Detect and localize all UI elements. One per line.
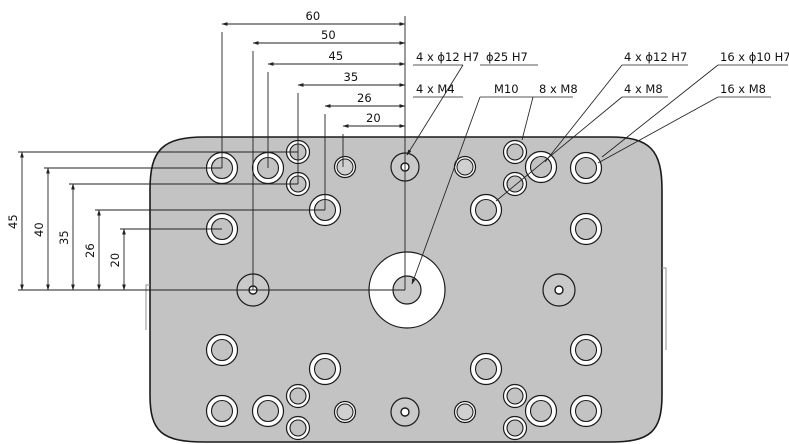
counterbore-hole — [205, 333, 239, 367]
counterbore-hole — [569, 212, 603, 246]
v-dim-label: 26 — [83, 243, 97, 258]
callout-4x12-left: 4 x ϕ12 H7 — [416, 50, 479, 64]
callout-leaders — [406, 64, 788, 285]
h-dim-label: 45 — [329, 49, 344, 63]
v-dim-label: 20 — [108, 253, 122, 268]
v-dim-label: 45 — [6, 214, 20, 229]
callout-16xM8: 16 x M8 — [720, 82, 766, 96]
callout-4x12-right: 4 x ϕ12 H7 — [624, 50, 687, 64]
counterbore-hole — [469, 352, 503, 386]
h-dim-label: 50 — [321, 28, 336, 42]
callout-8xM8: 8 x M8 — [539, 82, 578, 96]
callout-4xM4: 4 x M4 — [416, 82, 455, 96]
callout-labels: 4 x ϕ12 H7 4 x M4 ϕ25 H7 M10 8 x M8 4 x … — [416, 50, 789, 96]
m8-hole — [285, 383, 311, 409]
m8-hole — [502, 383, 528, 409]
m8-hole — [502, 415, 528, 441]
m4-hole — [333, 155, 357, 179]
callout-25-h7: ϕ25 H7 — [486, 50, 528, 64]
counterbore-hole — [524, 150, 558, 184]
counterbored-holes — [205, 139, 603, 441]
v-dim-label: 35 — [57, 230, 71, 245]
vertical-dimensions: 45 40 35 26 20 — [6, 151, 405, 291]
h-dim-label: 26 — [357, 91, 372, 105]
h-dim-label: 35 — [344, 70, 359, 84]
counterbore-hole — [205, 394, 239, 428]
counterbore-hole — [524, 394, 558, 428]
m4-hole — [453, 400, 477, 424]
m4-hole — [333, 400, 357, 424]
h-dim-label: 20 — [366, 111, 381, 125]
h-dim-label: 60 — [306, 9, 321, 23]
counterbore-hole — [251, 394, 285, 428]
counterbore-hole — [308, 352, 342, 386]
v-dim-label: 40 — [32, 222, 46, 237]
counterbore-hole — [569, 333, 603, 367]
callout-M10: M10 — [494, 82, 519, 96]
counterbore-hole — [469, 193, 503, 227]
counterbore-hole — [569, 151, 603, 185]
m8-hole — [502, 139, 528, 165]
counterbore-hole — [569, 394, 603, 428]
callout-4xM8: 4 x M8 — [624, 82, 663, 96]
callout-16x10: 16 x ϕ10 H7 — [720, 50, 789, 64]
m8-hole — [285, 415, 311, 441]
